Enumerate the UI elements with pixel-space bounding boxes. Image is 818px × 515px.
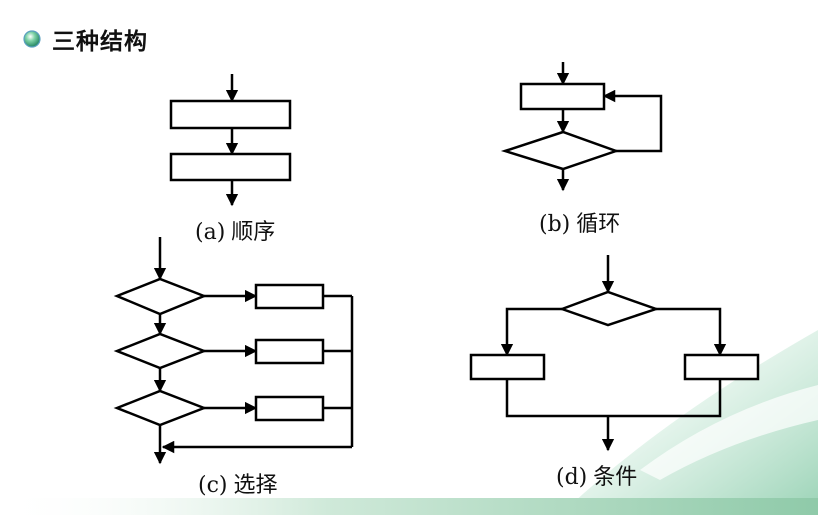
condition-right-block xyxy=(683,353,760,381)
sequence-block-1 xyxy=(169,99,292,130)
loop-back-arrow xyxy=(602,89,663,153)
loop-decision-diamond xyxy=(500,130,620,171)
caption-label: (b) xyxy=(539,212,571,237)
bottom-band xyxy=(0,498,818,515)
green-circle-bullet-icon xyxy=(23,30,41,48)
sequence-block-2 xyxy=(169,152,292,182)
caption-name: 条件 xyxy=(593,465,638,490)
condition-right-branch-arrow xyxy=(656,307,727,357)
caption-label: (a) xyxy=(195,220,226,245)
slide-title: 三种结构 xyxy=(22,21,148,57)
selection-decision-1 xyxy=(113,277,208,316)
condition-left-branch-arrow xyxy=(500,307,562,357)
caption-name: 顺序 xyxy=(231,220,276,245)
selection-block-1 xyxy=(254,283,325,310)
caption-label: (c) xyxy=(198,473,228,498)
caption-label: (d) xyxy=(556,465,588,490)
caption-name: 选择 xyxy=(233,473,278,498)
selection-decision-2 xyxy=(113,332,208,370)
selection-block-3 xyxy=(254,395,325,422)
condition-left-block xyxy=(469,353,546,381)
loop-block xyxy=(519,82,606,111)
caption-selection: (c)选择 xyxy=(198,467,278,499)
selection-block-2 xyxy=(254,338,325,365)
selection-decision-3 xyxy=(113,389,208,427)
caption-condition: (d)条件 xyxy=(556,459,637,491)
selection-diagram xyxy=(113,237,354,465)
condition-diagram xyxy=(469,255,760,452)
caption-name: 循环 xyxy=(576,212,621,237)
condition-decision-diamond xyxy=(558,290,660,327)
white-streak-shape xyxy=(640,385,818,480)
caption-loop: (b)循环 xyxy=(539,206,620,238)
caption-sequence: (a)顺序 xyxy=(195,214,275,246)
loop-diagram xyxy=(500,62,663,192)
sequence-diagram xyxy=(169,74,292,207)
condition-merge-line xyxy=(505,379,722,418)
title-text: 三种结构 xyxy=(52,29,148,55)
